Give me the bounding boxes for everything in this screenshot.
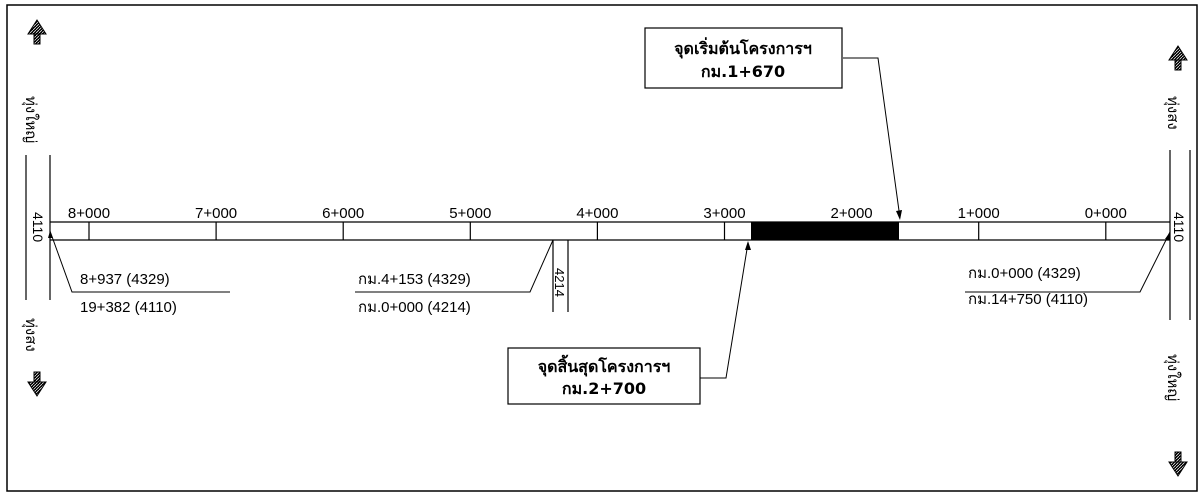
km-label: 7+000	[195, 205, 237, 222]
chainage-right-bottom: กม.14+750 (4110)	[968, 291, 1088, 308]
left-down-direction-label: ทุ่งสง	[21, 318, 39, 352]
km-labels: 8+000 7+000 6+000 5+000 4+000 3+000 2+000 1+000…	[68, 205, 1127, 222]
project-segment	[751, 222, 899, 240]
left-up-direction-label: ทุ่งใหญ่	[21, 96, 40, 143]
callout-end-title: จุดสิ้นสุดโครงการฯ	[538, 354, 671, 377]
km-label: 4+000	[576, 205, 618, 222]
leader-lines	[49, 57, 1171, 379]
arrow-down-icon	[1168, 451, 1188, 477]
left-road: 4110	[25, 155, 51, 300]
km-label: 3+000	[703, 205, 745, 222]
km-label: 6+000	[322, 205, 364, 222]
right-route-number: 4110	[1171, 212, 1187, 242]
callout-start-title: จุดเริ่มต้นโครงการฯ	[674, 37, 812, 59]
callout-project-end: จุดสิ้นสุดโครงการฯ กม.2+700	[507, 347, 701, 405]
chainage-right-top: กม.0+000 (4329)	[968, 265, 1081, 282]
chainage-left-bottom: 19+382 (4110)	[80, 299, 177, 316]
km-ticks	[88, 222, 1107, 240]
chainage-left-top: 8+937 (4329)	[80, 271, 170, 288]
right-down-direction-label: ทุ่งใหญ่	[1163, 354, 1182, 401]
arrow-up-icon	[1168, 45, 1188, 71]
frame-border	[6, 4, 1198, 492]
km-label: 8+000	[68, 205, 110, 222]
left-route-number: 4110	[30, 212, 46, 242]
callout-start-km: กม.1+670	[701, 62, 785, 81]
right-road: 4110	[1169, 150, 1191, 320]
km-label: 1+000	[958, 205, 1000, 222]
callout-end-km: กม.2+700	[562, 379, 646, 398]
chainage-mid-bottom: กม.0+000 (4214)	[358, 299, 471, 316]
branch-road: 4214	[552, 240, 569, 312]
chainage-mid-top: กม.4+153 (4329)	[358, 271, 471, 288]
km-label: 0+000	[1085, 205, 1127, 222]
main-road	[50, 221, 1170, 241]
km-label: 2+000	[831, 205, 873, 222]
arrow-up-icon	[27, 19, 47, 45]
callout-project-start: จุดเริ่มต้นโครงการฯ กม.1+670	[644, 27, 843, 89]
leader-arrowheads	[48, 210, 1170, 250]
arrow-down-icon	[27, 371, 47, 397]
branch-route-number: 4214	[552, 268, 567, 297]
right-up-direction-label: ทุ่งสง	[1163, 96, 1181, 130]
km-label: 5+000	[449, 205, 491, 222]
